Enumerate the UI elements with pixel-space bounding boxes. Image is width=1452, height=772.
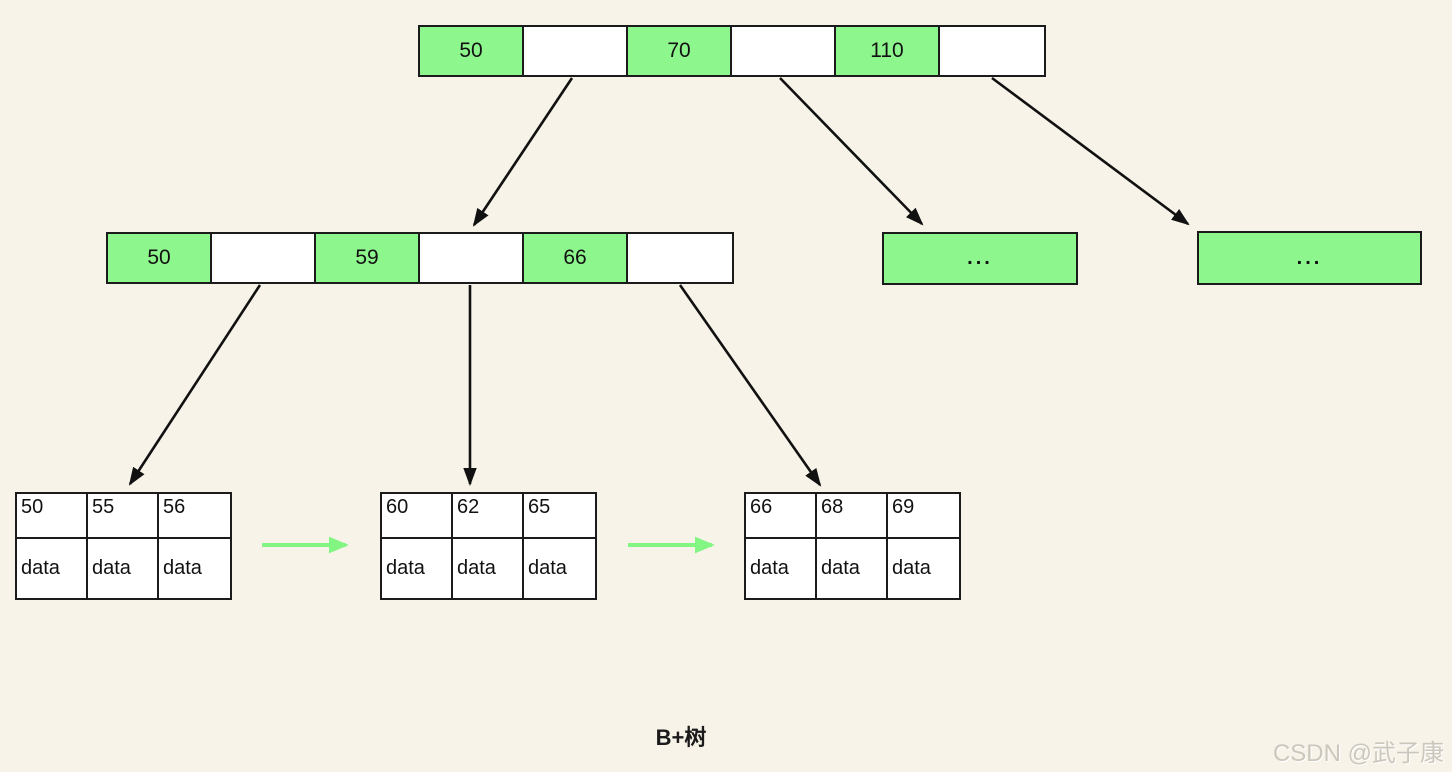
leaf-key-cell: 55 bbox=[88, 494, 159, 539]
leaf-data-cell: data bbox=[163, 557, 202, 579]
leaf-key-cell: 56 bbox=[159, 494, 230, 539]
root-key-cell: 110 bbox=[836, 27, 940, 75]
internal-node: 50 59 66 bbox=[106, 232, 734, 284]
internal-pointer-cell bbox=[212, 234, 316, 282]
internal-key-cell: 66 bbox=[524, 234, 628, 282]
internal-key-cell: 59 bbox=[316, 234, 420, 282]
leaf-key-cell: 60 bbox=[382, 494, 453, 539]
leaf-data-cell: data bbox=[746, 539, 817, 598]
leaf-key-cell: 66 bbox=[746, 494, 817, 539]
leaf-node-1: 50 55 56 data data data bbox=[15, 492, 232, 600]
leaf-key-cell: 50 bbox=[17, 494, 88, 539]
root-pointer-cell bbox=[732, 27, 836, 75]
root-key-cell: 50 bbox=[420, 27, 524, 75]
arrow-internal-to-leaf-1 bbox=[128, 284, 262, 486]
arrow-root-to-collapsed-2 bbox=[991, 76, 1190, 226]
root-node: 50 70 110 bbox=[418, 25, 1046, 77]
diagram-title: B+树 bbox=[655, 725, 707, 750]
root-pointer-cell bbox=[524, 27, 628, 75]
leaf-data-cell: data bbox=[892, 557, 931, 579]
watermark: CSDN @武子康 bbox=[1272, 740, 1444, 767]
leaf-key-cell: 68 bbox=[817, 494, 888, 539]
leaf-node-3: 66 68 69 data data data bbox=[744, 492, 961, 600]
leaf-data-cell: data bbox=[453, 539, 524, 598]
leaf-node-2: 60 62 65 data data data bbox=[380, 492, 597, 600]
leaf-data-cell: data bbox=[817, 539, 888, 598]
internal-key-cell: 50 bbox=[108, 234, 212, 282]
leaf-data-cell: data bbox=[528, 557, 567, 579]
collapsed-node-2: ... bbox=[1197, 231, 1422, 285]
arrow-internal-to-leaf-3 bbox=[678, 284, 822, 487]
root-pointer-cell bbox=[940, 27, 1044, 75]
collapsed-node-1: ... bbox=[882, 232, 1078, 285]
leaf-key-cell: 62 bbox=[453, 494, 524, 539]
arrow-root-to-collapsed-1 bbox=[779, 77, 924, 226]
root-key-cell: 70 bbox=[628, 27, 732, 75]
arrow-root-to-internal bbox=[472, 77, 574, 227]
internal-pointer-cell bbox=[628, 234, 732, 282]
internal-pointer-cell bbox=[420, 234, 524, 282]
leaf-key-cell: 69 bbox=[888, 494, 959, 539]
leaf-data-cell: data bbox=[17, 539, 88, 598]
leaf-data-cell: data bbox=[88, 539, 159, 598]
leaf-data-cell: data bbox=[382, 539, 453, 598]
leaf-key-cell: 65 bbox=[524, 494, 595, 539]
